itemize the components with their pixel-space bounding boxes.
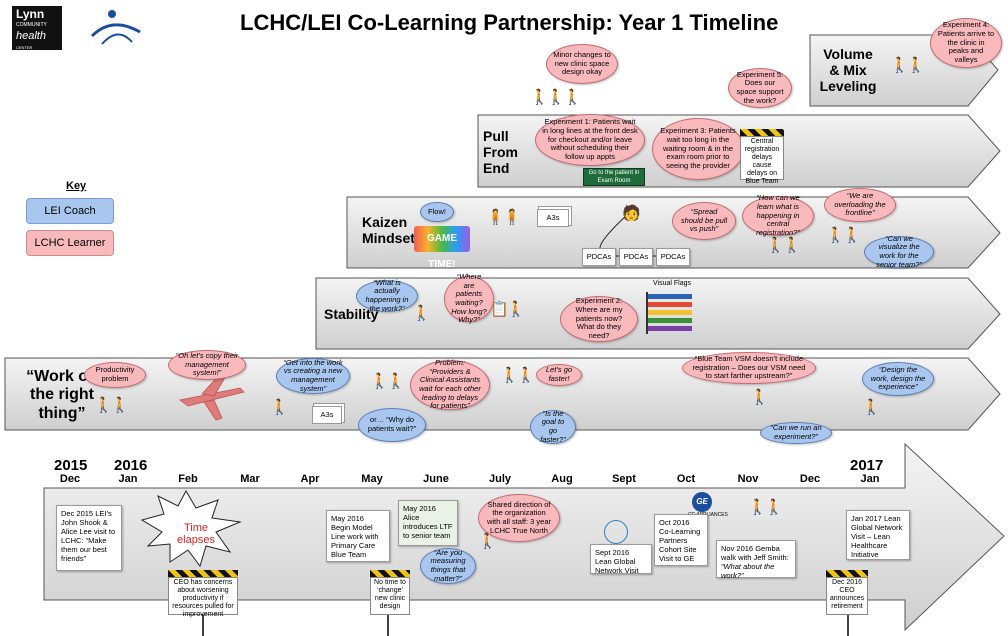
cloud-experiment-1: Experiment 1: Patients wait in long line…: [535, 114, 645, 166]
event-sept-2016: Sept 2016 Lean Global Network Visit: [590, 544, 652, 575]
tier-volume-label: Volume & Mix Leveling: [819, 46, 877, 95]
year-2015: 2015: [54, 457, 88, 474]
note-central-registration: Central registration delays cause delays…: [740, 136, 784, 185]
tier-pull-label: Pull From End: [483, 128, 518, 177]
event-dec-2015: Dec 2015 LEI’s John Shook & Alice Lee vi…: [56, 505, 122, 571]
cloud-flow: Flow!: [420, 202, 454, 222]
visual-flags-label: Visual Flags: [652, 280, 691, 287]
hazard-stripe: [740, 129, 784, 136]
pdca-box-1: PDCAs: [582, 248, 616, 266]
cloud-productivity: Productivity problem: [84, 362, 146, 388]
event-nov-2016: Nov 2016 Gemba walk with Jeff Smith: “Wh…: [716, 540, 796, 580]
month-label: Jan: [118, 473, 138, 485]
ge-appliances-label: GE APPLIANCES: [688, 512, 728, 518]
cloud-is-goal: “Is the goal to go faster?”: [530, 409, 576, 444]
person-icon: 🚶: [862, 399, 881, 416]
year-2016: 2016: [114, 457, 148, 474]
cloud-experiment-3: Experiment 3: Patients wait too long in …: [652, 118, 744, 180]
lei-logo: [90, 10, 141, 45]
hazard-stripe: [168, 570, 238, 577]
month-label: Nov: [737, 473, 759, 485]
people-icon: 🚶🚶: [766, 237, 801, 254]
lchc-logo: Lynn COMMUNITY health CENTER: [12, 6, 62, 50]
visual-flags-icon: [646, 292, 692, 334]
pdca-box-3: PDCAs: [656, 248, 690, 266]
time-elapses-label: Time elapses: [177, 522, 215, 546]
cloud-why-wait: or… “Why do patients wait?”: [358, 408, 426, 442]
cloud-visualize: “Can we visualize the work for the senio…: [864, 234, 934, 268]
cloud-lets-go-faster: Let’s go faster!: [536, 364, 582, 386]
month-label: Mar: [240, 473, 260, 485]
cloud-run-experiment: “Can we run an experiment?”: [760, 422, 832, 444]
people-icon: 🚶🚶: [890, 57, 925, 74]
tier-kaizen-label: Kaizen Mindset: [362, 214, 415, 247]
people-icon: 🚶🚶: [500, 367, 535, 384]
page-title: LCHC/LEI Co-Learning Partnership: Year 1…: [240, 10, 779, 35]
event-jan-2017: Jan 2017 Lean Global Network Visit – Lea…: [846, 510, 910, 560]
cloud-experiment-5: Experiment 5: Does our space support the…: [728, 68, 792, 108]
game-time-logo: GAME TIME!: [414, 226, 470, 270]
cloud-copy-system: “Oh let’s copy their management system!”: [168, 350, 246, 380]
cloud-overloading: “We are overloading the frontline”: [824, 188, 896, 222]
people-icon: 🚶🚶: [826, 227, 861, 244]
pdca-box-2: PDCAs: [619, 248, 653, 266]
cloud-experiment-2: Experiment 2: Where are my patients now?…: [560, 296, 638, 342]
key-lchc-learner: LCHC Learner: [26, 230, 114, 256]
note-ceo-concerns: CEO has concerns about worsening product…: [168, 577, 238, 618]
globe-icon: [604, 520, 628, 544]
cloud-where-are-patients: “Where are patients waiting? How long? W…: [444, 272, 494, 324]
ge-logo: GE: [692, 492, 712, 512]
month-label: Dec: [59, 473, 81, 485]
month-label: Dec: [799, 473, 821, 485]
person-icon: 🧑: [622, 205, 641, 222]
cloud-what-is-happening: “What is actually happening in the work?…: [356, 278, 418, 312]
event-may-2016-model-line: May 2016 Begin Model Line work with Prim…: [326, 510, 390, 562]
people-icon: 🚶🚶🚶: [530, 89, 582, 106]
month-label: Aug: [551, 473, 573, 485]
exam-room-sign: Go to the patient in Exam Room: [583, 168, 645, 186]
month-label: July: [488, 473, 511, 485]
hazard-stripe: [370, 570, 410, 577]
cloud-minor-changes: Minor changes to new clinic space design…: [546, 44, 618, 84]
event-may-2016-ltf: May 2016 Alice introduces LTF to senior …: [398, 500, 458, 546]
person-icon: 🚶: [478, 533, 497, 550]
cloud-how-can-we-learn: “How can we learn what is happening in c…: [742, 194, 814, 237]
airplane-icon: [179, 373, 245, 421]
month-label: June: [423, 473, 449, 485]
month-label: Feb: [178, 473, 198, 485]
note-no-time: No time to ‘change’ new clinic design: [370, 577, 410, 615]
a3s-stack: A3s: [537, 209, 569, 227]
a3s-stack: A3s: [312, 406, 342, 424]
tier-work-label: “Work on the right thing”: [26, 368, 98, 422]
people-icon: 🚶: [750, 389, 769, 406]
key-lei-coach: LEI Coach: [26, 198, 114, 224]
people-icon: 🚶🚶: [370, 373, 405, 390]
whiteboard-people-icon: 📋🚶: [490, 301, 525, 318]
month-label: Jan: [860, 473, 880, 485]
month-label: May: [361, 473, 383, 485]
cloud-measuring: “Are you measuring things that matter?”: [420, 548, 476, 584]
month-label: Oct: [676, 473, 696, 485]
people-icon: 🚶🚶: [748, 499, 783, 516]
month-label: Apr: [300, 473, 320, 485]
hazard-stripe: [826, 570, 868, 577]
people-icon: 🚶🚶: [94, 397, 129, 414]
cloud-experiment-4: Experiment 4: Patients arrive to the cli…: [930, 18, 1002, 68]
cloud-design-work: “Design the work, design the experience”: [862, 362, 934, 396]
event-oct-2016: Oct 2016 Co-Learning Partners Cohort Sit…: [654, 514, 708, 566]
people-icon: 🧍🧍: [486, 209, 521, 226]
key-title: Key: [66, 180, 87, 192]
time-elapses-burst: [140, 489, 242, 568]
cloud-blue-team-vsm: “Blue Team VSM doesn’t include registrat…: [682, 352, 816, 384]
month-label: Sept: [612, 473, 636, 485]
cloud-spread: “Spread should be pull vs push”: [672, 202, 736, 240]
year-2017: 2017: [850, 457, 884, 474]
people-icon: 🚶: [270, 399, 289, 416]
note-dec-2016: Dec 2016 CEO announces retirement: [826, 577, 868, 615]
cloud-shared-direction: Shared direction of the organization wit…: [478, 494, 560, 542]
cloud-problem: Problem: “Providers & Clinical Assistant…: [410, 358, 490, 410]
cloud-get-into-work: “Get into the work vs creating a new man…: [276, 358, 350, 394]
person-icon: 🚶: [412, 305, 431, 322]
